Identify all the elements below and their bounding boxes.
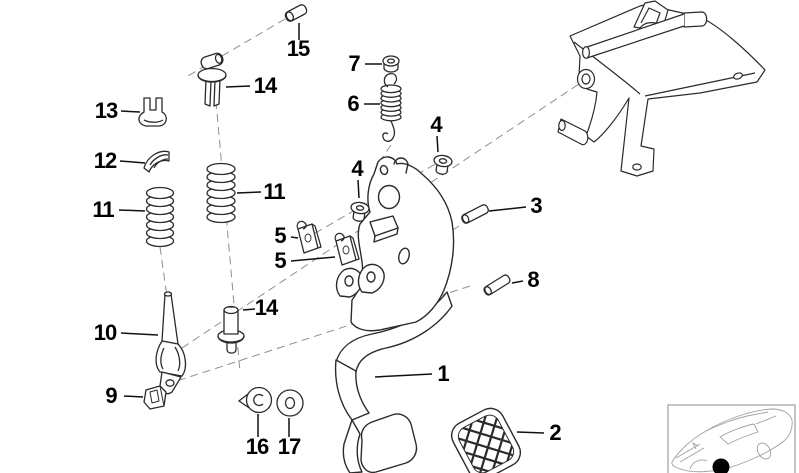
- part-label-15[interactable]: 15: [286, 36, 311, 61]
- part-label-11[interactable]: 11: [263, 179, 285, 204]
- location-dot: [712, 458, 730, 473]
- part-17-grommet: [276, 389, 304, 417]
- support-bracket: [557, 0, 766, 177]
- part-2-pedal-pad: [450, 407, 522, 473]
- car-location-inset: [667, 404, 796, 473]
- part-15-pin: [284, 4, 308, 22]
- part-16-grommet: [237, 386, 273, 414]
- part-label-14[interactable]: 14: [253, 73, 278, 98]
- part-label-4[interactable]: 4: [430, 112, 442, 137]
- part-11-spring-middle: [206, 162, 236, 224]
- pedal-pivot-hole: [377, 184, 401, 210]
- part-4-bushing-left: [350, 201, 370, 222]
- part-label-7[interactable]: 7: [348, 51, 360, 76]
- part-label-3[interactable]: 3: [530, 193, 542, 218]
- part-4-bushing-upper: [433, 154, 453, 175]
- part-label-8[interactable]: 8: [527, 267, 539, 292]
- leader-lines: [118, 23, 545, 437]
- part-label-14[interactable]: 14: [254, 295, 279, 320]
- part-14-pivot-pin-lower: [217, 305, 245, 354]
- part-label-9[interactable]: 9: [105, 383, 117, 408]
- part-label-16[interactable]: 16: [245, 434, 270, 459]
- part-12-clip: [143, 150, 170, 173]
- part-9-clip: [143, 385, 167, 410]
- part-5-clip-b: [334, 232, 360, 266]
- part-1-pedal-lever: [334, 156, 455, 473]
- part-label-10[interactable]: 10: [93, 320, 118, 345]
- part-13-clip: [138, 97, 167, 127]
- part-label-5[interactable]: 5: [274, 223, 286, 248]
- part-5-clip-a: [296, 220, 322, 254]
- part-10-pushrod: [155, 291, 187, 395]
- part-label-11[interactable]: 11: [92, 197, 114, 222]
- part-label-5[interactable]: 5: [274, 248, 286, 273]
- axis-line-rod: [159, 246, 168, 298]
- part-label-1[interactable]: 1: [437, 361, 449, 386]
- car-outline: [671, 408, 793, 473]
- part-label-17[interactable]: 17: [277, 434, 302, 459]
- part-label-4[interactable]: 4: [351, 156, 363, 181]
- bracket-foot-hole: [632, 163, 642, 171]
- part-6-return-spring: [380, 73, 402, 142]
- pad-waffle-pattern: [454, 411, 518, 473]
- part-14-pivot-pin-upper: [197, 52, 227, 107]
- axis-line-main-diagonal: [169, 69, 601, 357]
- part-8-pin: [483, 274, 511, 296]
- axis-line-lower-diagonal: [179, 285, 471, 381]
- bracket-top-tube: [683, 11, 708, 28]
- part-7-grommet: [382, 55, 400, 73]
- bracket-hole: [733, 72, 743, 80]
- part-label-6[interactable]: 6: [347, 91, 359, 116]
- part-label-12[interactable]: 12: [93, 148, 118, 173]
- part-label-13[interactable]: 13: [94, 98, 119, 123]
- part-label-2[interactable]: 2: [549, 420, 561, 445]
- pedal-foot: [360, 413, 418, 473]
- inset-frame: [667, 404, 796, 473]
- part-11-spring-left: [145, 186, 175, 248]
- part-3-pin: [461, 204, 489, 224]
